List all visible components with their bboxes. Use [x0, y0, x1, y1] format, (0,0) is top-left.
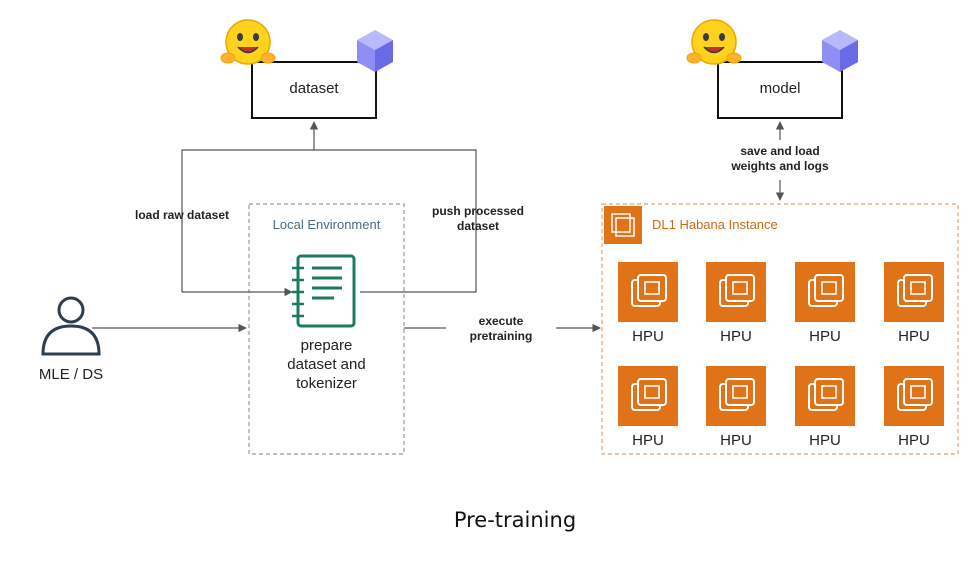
chip-icon: [897, 274, 933, 307]
prepare-line-3: tokenizer: [296, 375, 357, 392]
dl1-instance-box: [601, 203, 959, 455]
hugging-face-icon: [686, 19, 742, 65]
local-environment-box: [248, 203, 405, 455]
prepare-label: prepare dataset and tokenizer: [249, 336, 404, 393]
hpu-label: HPU: [898, 432, 930, 449]
cube-icon: [822, 30, 858, 72]
hpu-tile: [795, 262, 855, 322]
hpu-label: HPU: [632, 328, 664, 345]
instance-label: DL1 Habana Instance: [652, 217, 778, 232]
hpu-label: HPU: [898, 328, 930, 345]
hpu-tile: [884, 366, 944, 426]
hpu-label: HPU: [632, 432, 664, 449]
save-load-label: save and load weights and logs: [731, 144, 829, 173]
load-raw-label: load raw dataset: [134, 208, 230, 222]
hpu-tile: [618, 262, 678, 322]
chip-icon: [719, 274, 755, 307]
model-label: model: [759, 80, 801, 97]
chip-icon: [897, 378, 933, 411]
chip-icon: [808, 274, 844, 307]
model-box: [717, 61, 843, 119]
dataset-box: [251, 61, 377, 119]
hpu-tile: [795, 366, 855, 426]
chip-icon: [631, 274, 667, 307]
prepare-line-2: dataset and: [287, 356, 366, 373]
local-environment-label: Local Environment: [272, 217, 381, 232]
chip-icon: [631, 378, 667, 411]
hpu-label: HPU: [720, 328, 752, 345]
user-label: MLE / DS: [38, 366, 104, 383]
hugging-face-icon: [220, 19, 276, 65]
hpu-label: HPU: [809, 328, 841, 345]
chip-icon: [808, 378, 844, 411]
hpu-tile: [618, 366, 678, 426]
user-icon: [41, 296, 101, 356]
cube-icon: [357, 30, 393, 72]
hpu-tile: [884, 262, 944, 322]
prepare-line-1: prepare: [300, 337, 353, 354]
caption: Pre-training: [453, 508, 577, 532]
execute-label: execute pretraining: [446, 314, 556, 344]
hpu-tile: [706, 262, 766, 322]
push-processed-label: push processed dataset: [431, 204, 525, 233]
hpu-label: HPU: [720, 432, 752, 449]
chip-icon: [719, 378, 755, 411]
load-raw-arrow: [181, 149, 477, 293]
hpu-label: HPU: [809, 432, 841, 449]
hpu-tile: [706, 366, 766, 426]
dataset-label: dataset: [289, 80, 339, 97]
document-icon: [292, 254, 356, 328]
chip-icon: [604, 206, 642, 244]
